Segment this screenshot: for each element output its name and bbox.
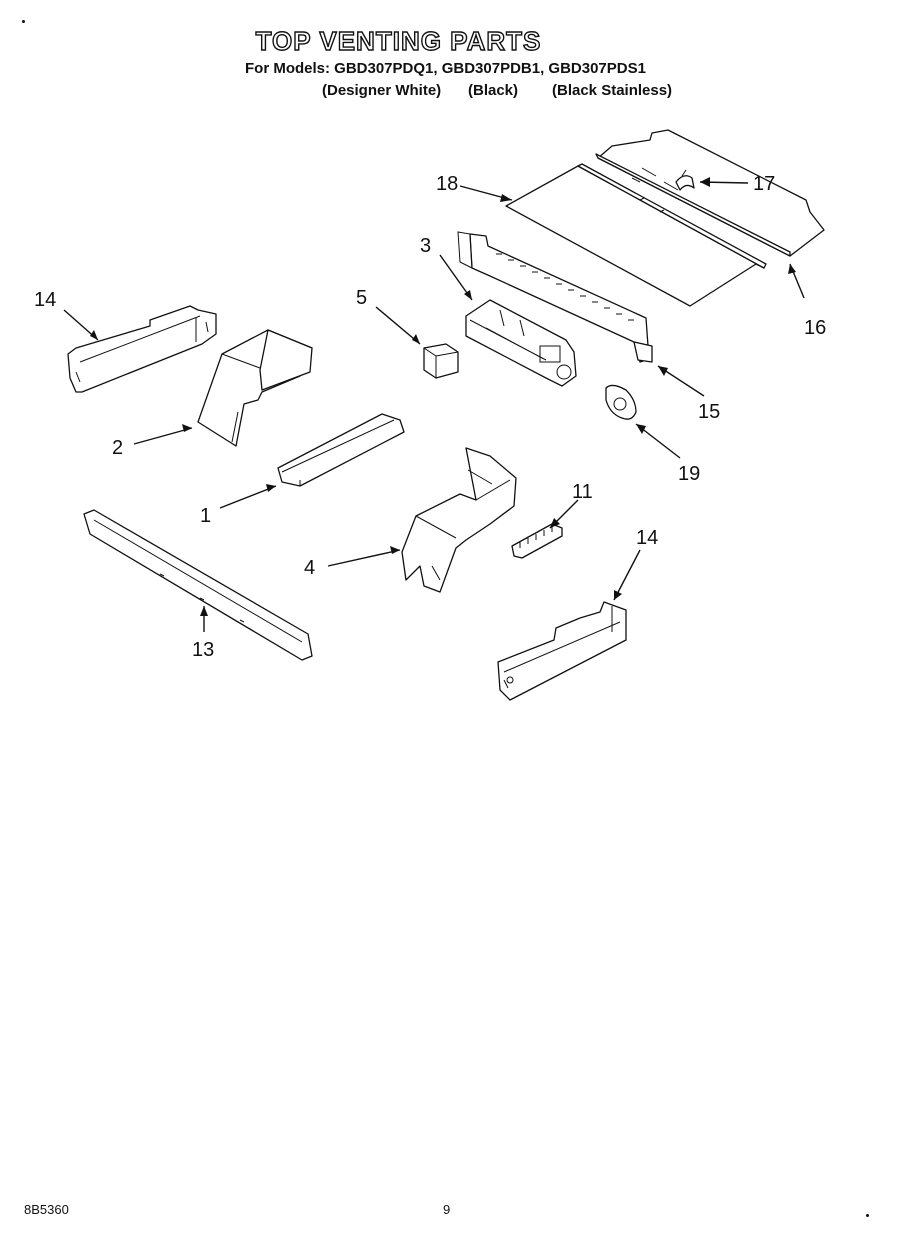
callout-14-right: 14: [636, 527, 658, 549]
part-4-lower-duct: [401, 447, 517, 593]
callout-11: 11: [572, 481, 593, 503]
part-3-control-assembly: [465, 299, 577, 387]
part-18-vent-plate: [505, 163, 767, 307]
variant-black: (Black): [468, 82, 519, 99]
callout-2: 2: [112, 437, 123, 459]
callout-17: 17: [753, 173, 775, 195]
figure-code: 8B5360: [24, 1202, 69, 1217]
part-14-right-side-bracket: [497, 601, 627, 701]
part-14-left-side-bracket: [67, 305, 217, 393]
part-2-duct: [197, 329, 313, 447]
callout-13: 13: [192, 639, 214, 661]
page-number: 9: [443, 1202, 451, 1217]
part-16-top-panel: [595, 129, 825, 257]
callout-19: 19: [678, 463, 700, 485]
part-11-terminal-block: [511, 523, 563, 559]
leader-lines: [63, 177, 805, 632]
scan-speck: [22, 20, 25, 23]
callout-1: 1: [200, 505, 211, 527]
callout-16: 16: [804, 317, 826, 339]
variant-black-stainless: (Black Stainless): [552, 82, 673, 99]
part-17-clip: [675, 169, 695, 191]
callout-3: 3: [420, 235, 431, 257]
page-title: TOP VENTING PARTS: [255, 25, 542, 56]
callout-14-left: 14: [34, 289, 56, 311]
callout-15: 15: [698, 401, 720, 423]
part-5-block: [423, 343, 459, 379]
callout-5: 5: [356, 287, 367, 309]
part-1-strip: [277, 413, 405, 487]
part-19-disc: [605, 384, 637, 420]
part-13-rail: [83, 509, 313, 661]
part-15-perforated-bracket: [457, 231, 653, 363]
callout-18: 18: [436, 173, 458, 195]
model-list: For Models: GBD307PDQ1, GBD307PDB1, GBD3…: [245, 60, 646, 77]
variant-designer-white: (Designer White): [322, 82, 442, 99]
scan-speck: [866, 1214, 869, 1217]
callout-4: 4: [304, 557, 315, 579]
